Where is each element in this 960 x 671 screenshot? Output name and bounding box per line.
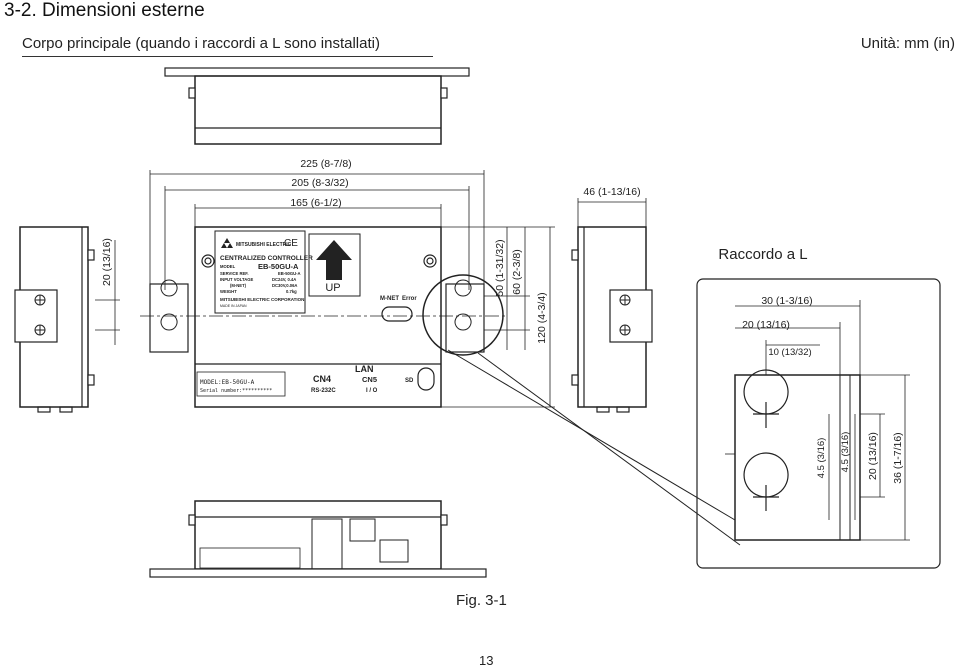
dim-overall-205: 205 (8-3/32) [291,177,348,189]
drawing-subtitle: Corpo principale (quando i raccordi a L … [22,35,380,52]
up-arrow-icon [316,240,352,280]
ce-mark: CE [284,238,298,249]
detail-dim-20: 20 (13/16) [742,319,790,331]
nameplate-corporation: MITSUBISHI ELECTRIC CORPORATION [220,297,304,302]
sd-label: SD [405,378,414,384]
mitsubishi-logo [221,238,233,248]
mnet-label: M-NET [380,296,399,302]
error-label: Error [402,296,417,302]
detail-frame [696,278,941,569]
subtitle-underline [22,56,433,57]
io-label: I / O [366,388,378,394]
dim-hole-50: 50 (1-31/32) [494,239,506,296]
left-side-view [14,226,120,413]
detail-dim-30: 30 (1-3/16) [761,295,812,307]
detail-dim-36: 36 (1-7/16) [892,432,904,483]
nameplate-input-voltage-key: INPUT VOLTAGE [220,277,254,282]
nameplate-model-value: EB-50GU-A [258,262,299,271]
section-title: 3-2. Dimensioni esterne [4,0,205,21]
dim-height-120: 120 (4-3/4) [536,292,548,343]
right-side-view [571,226,653,413]
nameplate-product: CENTRALIZED CONTROLLER [220,255,313,262]
dim-overall-165: 165 (6-1/2) [290,197,341,209]
nameplate-mnet-key: (M-NET) [230,283,247,288]
nameplate-weight-value: 0.7kg [286,289,297,294]
detail-dim-45a: 4.5 (3/16) [816,438,827,479]
front-view [140,226,741,546]
dim-hole-60: 60 (2-3/8) [511,249,523,295]
serial-line: Serial number:********** [200,388,272,394]
cn4-label: CN4 [313,374,331,384]
top-view [164,67,470,145]
nameplate-brand: MITSUBISHI ELECTRIC [236,242,292,248]
cn5-label: CN5 [362,375,377,384]
rs232c-label: RS-232C [311,388,336,394]
dim-side-46: 46 (1-13/16) [583,186,640,198]
bottom-view [149,500,487,578]
lan-label: LAN [355,364,374,374]
unit-label: Unità: mm (in) [860,35,955,52]
nameplate-weight-key: WEIGHT [220,289,237,294]
nameplate-service-ref-key: SERVICE REF. [220,271,249,276]
page-number: 13 [479,653,494,668]
model-line: MODEL:EB-50GU-A [200,379,255,386]
nameplate-model-key: MODEL [220,264,236,269]
nameplate-input-voltage-value: DC24V, 0.4A [272,277,296,282]
dimension-lines [149,170,647,408]
figure-caption: Fig. 3-1 [456,592,507,609]
nameplate-made-in: MADE IN JAPAN [220,304,247,308]
detail-dim-45b: 4.5 (3/16) [840,432,851,473]
dim-overall-225: 225 (8-7/8) [300,158,351,170]
nameplate-mnet-value: DC30V,0.06A [272,283,297,288]
detail-dim-20v: 20 (13/16) [867,432,879,480]
detail-title: Raccordo a L [718,246,807,263]
detail-dim-10: 10 (13/32) [768,347,811,358]
nameplate: MITSUBISHI ELECTRIC CE CENTRALIZED CONTR… [220,238,313,308]
nameplate-service-ref-value: EB-50GU-A [278,271,301,276]
dim-left-20: 20 (13/16) [101,238,113,286]
up-label: UP [325,282,340,294]
